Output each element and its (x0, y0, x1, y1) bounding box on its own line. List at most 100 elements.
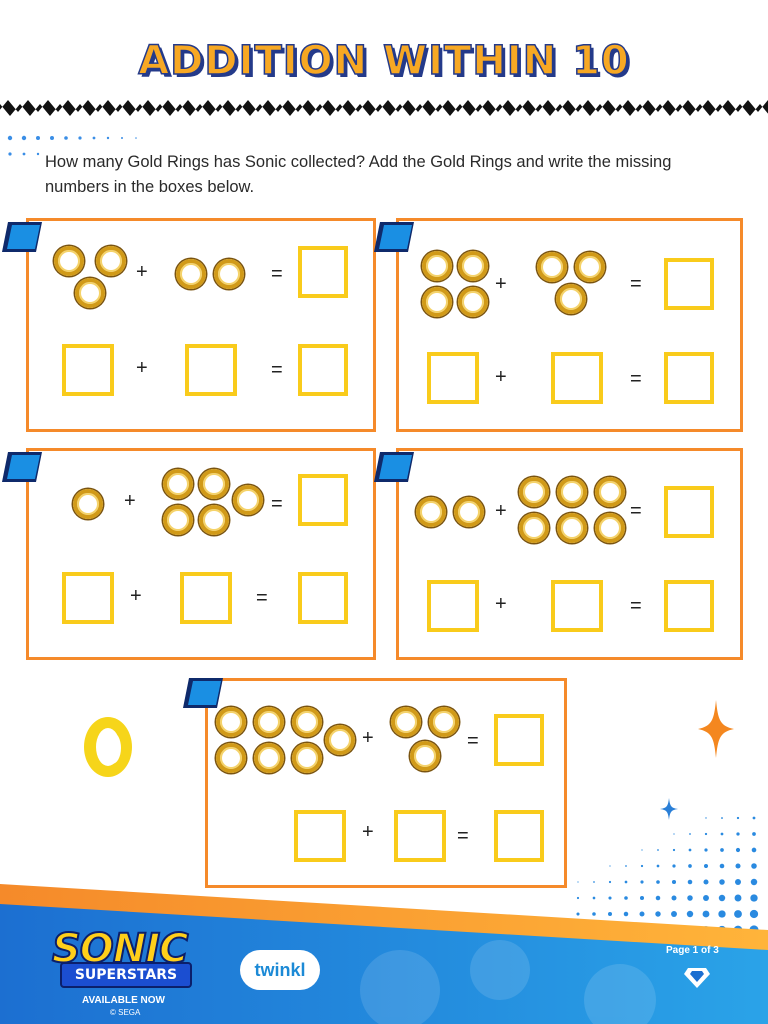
gold-ring-icon (292, 707, 322, 737)
halftone-dot (689, 833, 691, 835)
answer-box[interactable] (427, 580, 479, 632)
halftone-dot (639, 895, 645, 901)
halftone-dot (687, 895, 693, 901)
plus-sign: + (124, 490, 136, 512)
diamond-icon (684, 968, 710, 988)
gold-ring-icon (557, 477, 587, 507)
answer-box[interactable] (62, 344, 114, 396)
gold-ring-icon (214, 259, 244, 289)
halftone-dot (641, 849, 643, 851)
answer-box[interactable] (298, 344, 348, 396)
halftone-dot (592, 896, 596, 900)
plus-sign: + (495, 500, 507, 522)
plus-sign: + (136, 261, 148, 283)
gold-ring-icon (416, 497, 446, 527)
halftone-dot (718, 894, 726, 902)
halftone-dot (640, 880, 644, 884)
plus-sign: + (136, 357, 148, 379)
halftone-dot (639, 911, 645, 917)
answer-box[interactable] (664, 352, 714, 404)
halftone-dot (736, 832, 740, 836)
halftone-dot (703, 879, 709, 885)
halftone-dot (592, 912, 596, 916)
halftone-dot (672, 848, 676, 852)
halftone-dot (640, 864, 644, 868)
equals-sign: = (271, 359, 283, 381)
answer-box[interactable] (298, 246, 348, 298)
answer-box[interactable] (551, 352, 603, 404)
footer-banner (0, 884, 768, 1024)
gold-ring-icon (595, 477, 625, 507)
decorative-dots (7, 135, 137, 156)
halftone-dot (752, 816, 756, 820)
answer-box[interactable] (664, 258, 714, 310)
halftone-dot (704, 848, 708, 852)
question-panel-2 (396, 218, 743, 432)
question-badge-4 (374, 452, 414, 482)
gold-ring-icon (163, 469, 193, 499)
equals-sign: = (457, 825, 469, 847)
halftone-dot (671, 911, 677, 917)
answer-box[interactable] (180, 572, 232, 624)
gold-ring-icon (216, 743, 246, 773)
answer-box[interactable] (294, 810, 346, 862)
gold-ring-icon (163, 505, 193, 535)
answer-box[interactable] (494, 714, 544, 766)
halftone-dot (623, 911, 629, 917)
halftone-dot (718, 910, 726, 918)
question-badge-3 (2, 452, 42, 482)
halftone-dot (719, 863, 725, 869)
halftone-dot (624, 880, 628, 884)
answer-box[interactable] (62, 572, 114, 624)
gold-ring-icon (96, 246, 126, 276)
answer-box[interactable] (664, 580, 714, 632)
answer-box[interactable] (427, 352, 479, 404)
answer-box[interactable] (494, 810, 544, 862)
zigzag-divider (0, 100, 768, 116)
halftone-dot (720, 848, 724, 852)
gold-ring-icon (458, 287, 488, 317)
halftone-dot (720, 832, 724, 836)
answer-box[interactable] (551, 580, 603, 632)
gold-ring-icon (176, 259, 206, 289)
halftone-dot (671, 895, 677, 901)
halftone-dot (656, 864, 660, 868)
twinkl-logo[interactable]: twinkl (240, 950, 320, 990)
halftone-dot (625, 865, 627, 867)
question-badge-1 (2, 222, 42, 252)
copyright-text: © SEGA (110, 1008, 141, 1017)
halftone-dot (735, 863, 741, 869)
halftone-dot (750, 894, 758, 902)
equals-sign: = (630, 595, 642, 617)
halftone-dot (702, 910, 710, 918)
gold-ring-icon (595, 513, 625, 543)
answer-box[interactable] (394, 810, 446, 862)
gold-ring-icon (422, 287, 452, 317)
answer-box[interactable] (298, 474, 348, 526)
gold-ring-icon (557, 513, 587, 543)
halftone-dot (704, 832, 708, 836)
answer-box[interactable] (298, 572, 348, 624)
gold-ring-icon (73, 489, 103, 519)
answer-box[interactable] (185, 344, 237, 396)
halftone-dot (609, 865, 611, 867)
gold-ring-icon (519, 513, 549, 543)
halftone-dot (705, 817, 707, 819)
answer-box[interactable] (664, 486, 714, 538)
halftone-dot (703, 895, 709, 901)
big-gold-ring-decoration (84, 717, 132, 777)
equals-sign: = (467, 730, 479, 752)
gold-ring-icon (391, 707, 421, 737)
equals-sign: = (271, 263, 283, 285)
halftone-dot (608, 880, 612, 884)
plus-sign: + (495, 593, 507, 615)
question-badge-2 (374, 222, 414, 252)
gold-ring-icon (410, 741, 440, 771)
halftone-dot (657, 849, 659, 851)
gold-ring-icon (537, 252, 567, 282)
plus-sign: + (362, 727, 374, 749)
halftone-dot (719, 879, 725, 885)
halftone-dot (577, 881, 579, 883)
halftone-dot (624, 896, 628, 900)
halftone-dot (672, 864, 676, 868)
